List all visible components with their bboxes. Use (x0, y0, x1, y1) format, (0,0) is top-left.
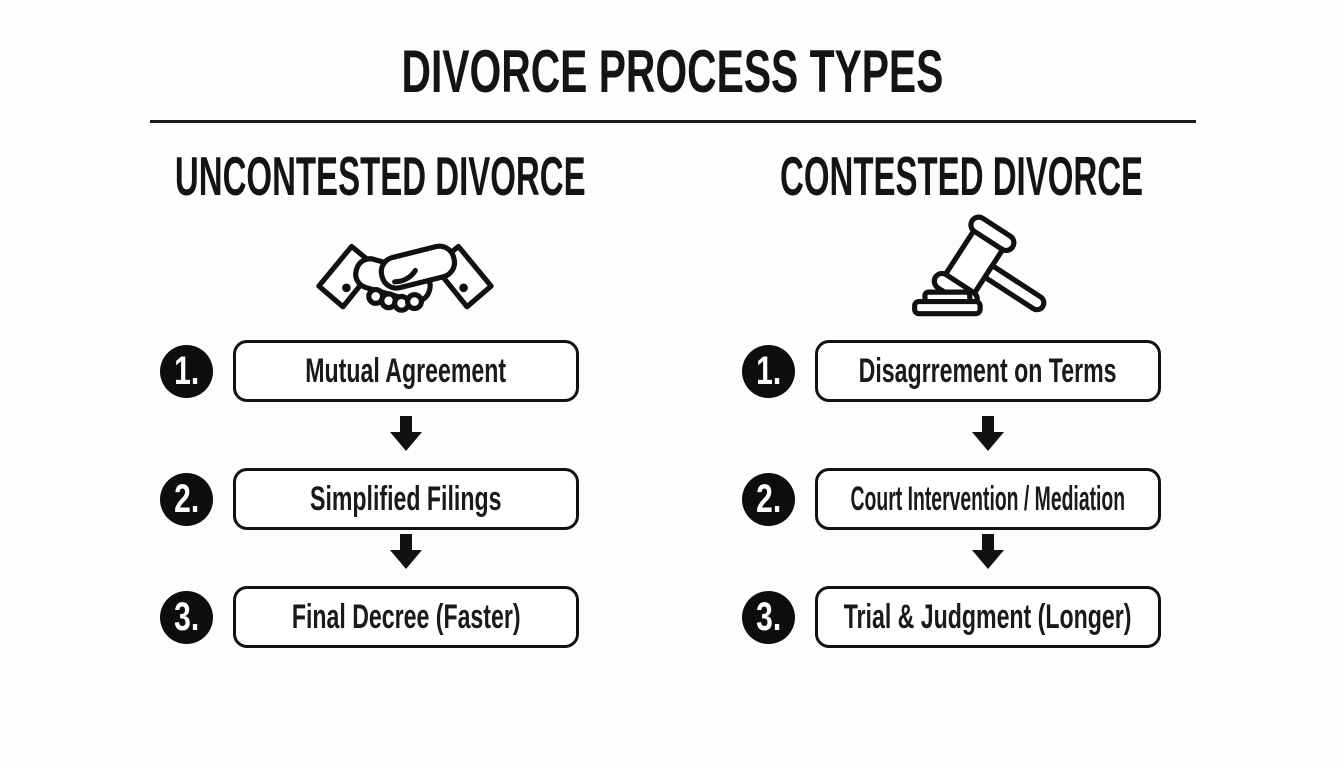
uncontested-step-1: 1. Mutual Agreement (140, 340, 620, 402)
column-contested: CONTESTED DIVORCE 1. (722, 145, 1202, 678)
step-box: Final Decree (Faster) (233, 586, 579, 648)
column-uncontested-header: UNCONTESTED DIVORCE (174, 145, 586, 207)
handshake-icon (285, 212, 525, 324)
down-arrow-icon (971, 534, 1005, 570)
uncontested-step-2: 2. Simplified Filings (140, 468, 620, 530)
step-number-badge: 1. (160, 345, 213, 398)
step-box: Trial & Judgment (Longer) (815, 586, 1161, 648)
contested-step-2: 2. Court Intervention / Mediation (722, 468, 1202, 530)
gavel-icon (867, 212, 1107, 324)
title-underline (150, 120, 1196, 123)
down-arrow-icon (389, 416, 423, 452)
step-box: Disagrrement on Terms (815, 340, 1161, 402)
step-box: Court Intervention / Mediation (815, 468, 1161, 530)
contested-step-1: 1. Disagrrement on Terms (722, 340, 1202, 402)
page-title: DIVORCE PROCESS TYPES (0, 36, 1344, 106)
down-arrow-icon (389, 534, 423, 570)
uncontested-step-3: 3. Final Decree (Faster) (140, 586, 620, 648)
contested-step-3: 3. Trial & Judgment (Longer) (722, 586, 1202, 648)
step-box: Mutual Agreement (233, 340, 579, 402)
step-number-badge: 2. (742, 473, 795, 526)
page-title-text: DIVORCE PROCESS TYPES (401, 37, 943, 105)
step-number-badge: 3. (160, 591, 213, 644)
step-box: Simplified Filings (233, 468, 579, 530)
step-number-badge: 1. (742, 345, 795, 398)
step-number-badge: 3. (742, 591, 795, 644)
column-contested-header: CONTESTED DIVORCE (780, 145, 1144, 207)
step-number-badge: 2. (160, 473, 213, 526)
down-arrow-icon (971, 416, 1005, 452)
column-uncontested: UNCONTESTED DIVORCE (140, 145, 620, 678)
